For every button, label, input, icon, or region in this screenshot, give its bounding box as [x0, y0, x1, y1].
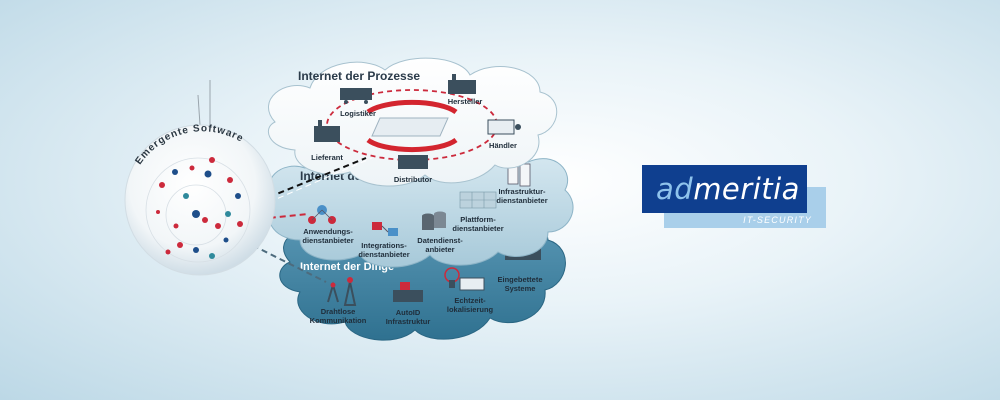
logo-wordmark-ad: ad	[656, 172, 694, 206]
integration-label-1: Integrations-	[361, 241, 407, 250]
wireless-tower-icon	[327, 277, 357, 306]
things-layer-title: Internet der Dinge	[300, 261, 394, 273]
factory-icon-supplier	[314, 120, 340, 142]
distributor-label: Distributor	[394, 175, 432, 184]
autoid-machine-icon	[393, 282, 423, 302]
infrastructure-label-1: Infrastruktur-	[498, 187, 546, 196]
embedded-systems-label-2: Systeme	[505, 284, 536, 293]
logo-front-panel: admeritia	[642, 165, 807, 213]
application-network-icon	[308, 205, 336, 224]
supplier-label: Lieferant	[311, 153, 343, 162]
autoid-label-2: Infrastruktur	[386, 317, 431, 326]
platform-grid-icon	[459, 191, 497, 209]
logistics-truck-icon	[340, 88, 372, 104]
wireless-label-1: Drahtlose	[321, 307, 356, 316]
data-label-2: anbieter	[425, 245, 454, 254]
emergent-software-sphere: Emergente Software	[124, 80, 276, 276]
logo-wordmark: admeritia	[656, 173, 800, 205]
distributor-warehouse-icon	[398, 155, 428, 169]
cycle-arrow-bottom	[366, 137, 458, 153]
logo-tagline: IT-SECURITY	[743, 215, 812, 225]
application-label-1: Anwendungs-	[303, 227, 353, 236]
infrastructure-label-2: dienstanbieter	[496, 196, 547, 205]
retailer-label: Händler	[489, 141, 517, 150]
embedded-systems-label-1: Eingebettete	[497, 275, 542, 284]
process-cloud: Internet der Prozesse Logistiker Herstel…	[267, 57, 558, 187]
integration-icon	[372, 222, 398, 236]
platform-icon	[371, 117, 449, 137]
admeritia-logo: admeritia IT-SECURITY	[642, 165, 826, 228]
localization-truck-icon	[444, 267, 485, 291]
wireless-label-2: Kommunikation	[310, 316, 367, 325]
integration-label-2: dienstanbieter	[358, 250, 409, 259]
application-label-2: dienstanbieter	[302, 236, 353, 245]
database-icon	[422, 211, 446, 230]
localization-label-1: Echtzeit-	[454, 296, 486, 305]
platform-label-1: Plattform-	[460, 215, 496, 224]
data-label-1: Datendienst-	[417, 236, 463, 245]
manufacturer-label: Hersteller	[448, 97, 483, 106]
platform-label-2: dienstanbieter	[452, 224, 503, 233]
factory-icon-manufacturer	[448, 74, 476, 94]
cycle-arrow-top	[366, 99, 458, 115]
software-nodes	[156, 157, 243, 259]
logo-wordmark-meritia: meritia	[693, 172, 800, 206]
retailer-shop-icon	[487, 119, 521, 135]
localization-label-2: lokalisierung	[447, 305, 494, 314]
process-layer-title: Internet der Prozesse	[298, 69, 420, 83]
autoid-label-1: AutoID	[396, 308, 421, 317]
logistics-label: Logistiker	[340, 109, 376, 118]
